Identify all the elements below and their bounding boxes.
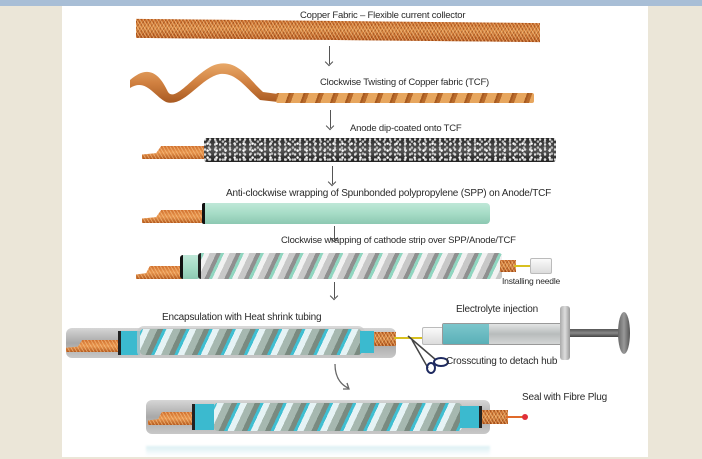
anode-coated-rod — [204, 138, 556, 162]
flow-arrow-1 — [329, 46, 330, 64]
twisted-copper-rod — [276, 93, 534, 103]
spp-wrapped-rod — [202, 203, 490, 224]
top-bar — [0, 0, 702, 6]
copper-fabric-strip — [136, 18, 540, 43]
step-4-label: Anti-clockwise wrapping of Spunbonded po… — [226, 188, 552, 199]
sealed-separator-left — [192, 404, 214, 430]
encap-separator-right — [360, 331, 374, 353]
step-5-label: Clockwise wrapping of cathode strip over… — [281, 235, 516, 246]
step-2-label: Clockwise Twisting of Copper fabric (TCF… — [320, 77, 490, 88]
encap-cathode-rod — [140, 329, 362, 355]
step-6-label: Encapsulation with Heat shrink tubing — [162, 312, 322, 323]
crosscutting-label: Crosscuting to detach hub — [446, 356, 558, 367]
step-3-label: Anode dip-coated onto TCF — [350, 123, 462, 134]
step-1-label: Copper Fabric – Flexible current collect… — [300, 10, 466, 21]
sealed-separator-right — [460, 406, 482, 428]
cathode-wrapped-rod — [198, 253, 502, 279]
fibre-plug — [522, 414, 528, 420]
needle-hub — [530, 258, 552, 274]
installing-needle-label: Installing needle — [502, 276, 561, 286]
flow-arrow-6 — [334, 363, 350, 390]
sealed-cathode-rod — [214, 403, 462, 431]
flow-arrow-2 — [330, 110, 331, 128]
flow-arrow-5 — [334, 282, 335, 298]
syringe-fluid — [443, 324, 489, 344]
spp-copper-tip — [142, 210, 206, 223]
cathode-spp-collar — [180, 255, 200, 279]
scissors-icon — [407, 335, 449, 374]
anode-copper-tip — [142, 146, 206, 159]
diagram-canvas: Copper Fabric – Flexible current collect… — [62, 6, 648, 457]
step-7-label: Seal with Fibre Plug — [522, 392, 607, 403]
left-panel — [0, 6, 62, 459]
flow-arrow-3 — [332, 166, 333, 184]
encap-needle-wire — [394, 337, 422, 339]
syringe-plunger — [570, 329, 620, 337]
cathode-copper-end — [500, 260, 516, 272]
fibre-plug-wire — [506, 416, 524, 418]
sealed-copper-end — [482, 410, 508, 424]
flow-arrow-4 — [334, 226, 335, 240]
syringe-flange — [560, 306, 570, 360]
encap-separator-left — [118, 331, 140, 355]
needle-wire — [514, 265, 532, 267]
syringe-plunger-cap — [618, 312, 630, 354]
twisted-ribbon-end — [130, 63, 278, 103]
sealed-tube-reflection — [146, 446, 490, 456]
cathode-copper-tip — [136, 266, 182, 279]
electrolyte-injection-label: Electrolyte injection — [456, 304, 538, 315]
encap-copper-end — [374, 332, 396, 346]
right-panel — [648, 6, 702, 459]
